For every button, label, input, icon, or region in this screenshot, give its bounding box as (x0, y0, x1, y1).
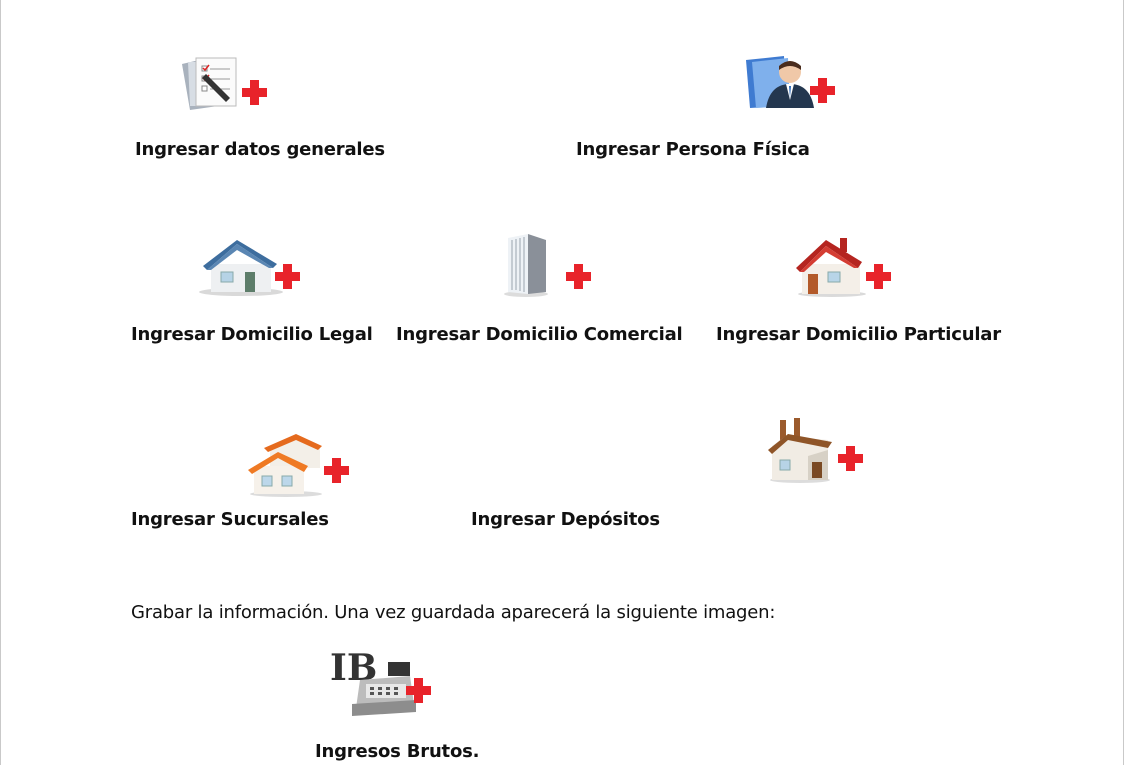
orange-houses-icon[interactable] (246, 432, 352, 498)
red-house-icon[interactable] (794, 236, 896, 298)
blue-house-icon[interactable] (197, 236, 303, 296)
instruction-text: Grabar la información. Una vez guardada … (131, 602, 776, 623)
page-border-left (0, 0, 1, 765)
page-border-right (1123, 0, 1124, 765)
item-label-domicilio-legal[interactable]: Ingresar Domicilio Legal (131, 324, 373, 345)
item-label-domicilio-particular[interactable]: Ingresar Domicilio Particular (716, 324, 1001, 345)
person-folder-icon[interactable] (744, 52, 838, 112)
item-label-datos-generales[interactable]: Ingresar datos generales (135, 139, 385, 160)
item-label-domicilio-comercial[interactable]: Ingresar Domicilio Comercial (396, 324, 683, 345)
item-label-sucursales[interactable]: Ingresar Sucursales (131, 509, 329, 530)
result-label-ingresos-brutos[interactable]: Ingresos Brutos. (315, 741, 480, 762)
factory-icon[interactable] (768, 416, 868, 486)
item-label-depositos[interactable]: Ingresar Depósitos (471, 509, 660, 530)
office-building-icon[interactable] (502, 230, 594, 298)
item-label-persona-fisica[interactable]: Ingresar Persona Física (576, 139, 810, 160)
cash-register-icon[interactable]: IB (330, 646, 434, 718)
forms-folder-icon[interactable] (178, 54, 270, 112)
